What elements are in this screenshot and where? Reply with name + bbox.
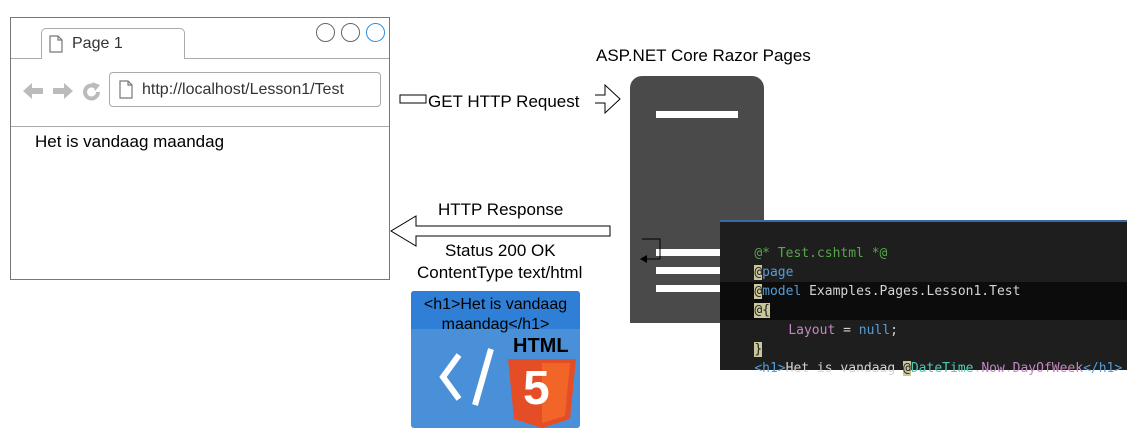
- maximize-button[interactable]: [341, 23, 360, 42]
- code-line: Layout = null;: [757, 302, 898, 338]
- reload-icon[interactable]: [81, 81, 103, 103]
- code-line: @{: [723, 282, 770, 318]
- code-line: <h1>Het is vandaag @DateTime.Now.DayOfWe…: [723, 340, 1122, 376]
- minimize-button[interactable]: [316, 23, 335, 42]
- tab-label: Page 1: [72, 35, 123, 52]
- status-text: Status 200 OK: [445, 241, 556, 260]
- content-type-text: ContentType text/html: [417, 263, 583, 282]
- browser-window: Page 1 http://localhost/Lesson1/Test Het…: [10, 17, 390, 280]
- request-label: GET HTTP Request: [428, 92, 580, 111]
- razor-comment: @* Test.cshtml *@: [754, 246, 888, 261]
- model-type: Examples.Pages.Lesson1.Test: [801, 284, 1021, 299]
- html-tag: <h1>: [754, 361, 786, 376]
- operator: =: [835, 323, 859, 338]
- browser-tab[interactable]: Page 1: [41, 28, 185, 59]
- code-line: @page: [723, 244, 793, 280]
- property: Layout: [788, 323, 836, 338]
- url-text: http://localhost/Lesson1/Test: [142, 81, 344, 98]
- code-line: @* Test.cshtml *@: [723, 225, 887, 261]
- property: Now: [981, 361, 1005, 376]
- code-line: }: [723, 321, 763, 357]
- forward-arrow-icon[interactable]: [51, 81, 75, 101]
- property: DayOfWeek: [1012, 361, 1084, 376]
- connector-arrow: [640, 238, 661, 263]
- badge-header: [411, 291, 580, 329]
- page-icon: [49, 35, 63, 53]
- page-content: Het is vandaag maandag: [35, 132, 225, 151]
- request-arrow: [399, 83, 621, 115]
- response-arrow: [390, 215, 611, 247]
- server-title: ASP.NET Core Razor Pages: [596, 46, 811, 65]
- razor-at: @: [754, 284, 763, 299]
- razor-block-close: }: [754, 342, 763, 357]
- html-text: Het is vandaag: [785, 361, 904, 376]
- dot: .: [973, 361, 982, 376]
- html5-shield-icon: [508, 359, 576, 428]
- address-bar[interactable]: http://localhost/Lesson1/Test: [109, 72, 381, 107]
- razor-block-open: @{: [754, 303, 770, 318]
- code-line: @model Examples.Pages.Lesson1.Test: [723, 263, 1020, 299]
- razor-at: @: [903, 361, 911, 376]
- highlighted-block: [720, 282, 1127, 320]
- semicolon: ;: [890, 323, 898, 338]
- razor-at: @: [754, 265, 763, 280]
- back-arrow-icon[interactable]: [21, 81, 45, 101]
- type-name: DateTime: [910, 361, 974, 376]
- keyword: null: [858, 323, 891, 338]
- close-button[interactable]: [366, 23, 385, 42]
- response-label: HTTP Response: [438, 200, 564, 219]
- code-brackets-icon: [439, 348, 494, 406]
- badge-html-text: <h1>Het is vandaag maandag</h1>: [423, 296, 568, 333]
- keyword: page: [762, 265, 794, 280]
- dot: .: [1004, 361, 1013, 376]
- code-editor: @* Test.cshtml *@ @page @model Examples.…: [720, 220, 1127, 376]
- html-logo-text: HTML: [513, 335, 569, 357]
- html5-digit: 5: [523, 362, 550, 415]
- divider: [11, 126, 389, 127]
- html-tag: </h1>: [1083, 361, 1123, 376]
- page-icon: [119, 80, 133, 99]
- keyword: model: [762, 284, 802, 299]
- html-file-badge: <h1>Het is vandaag maandag</h1> HTML 5: [411, 291, 580, 428]
